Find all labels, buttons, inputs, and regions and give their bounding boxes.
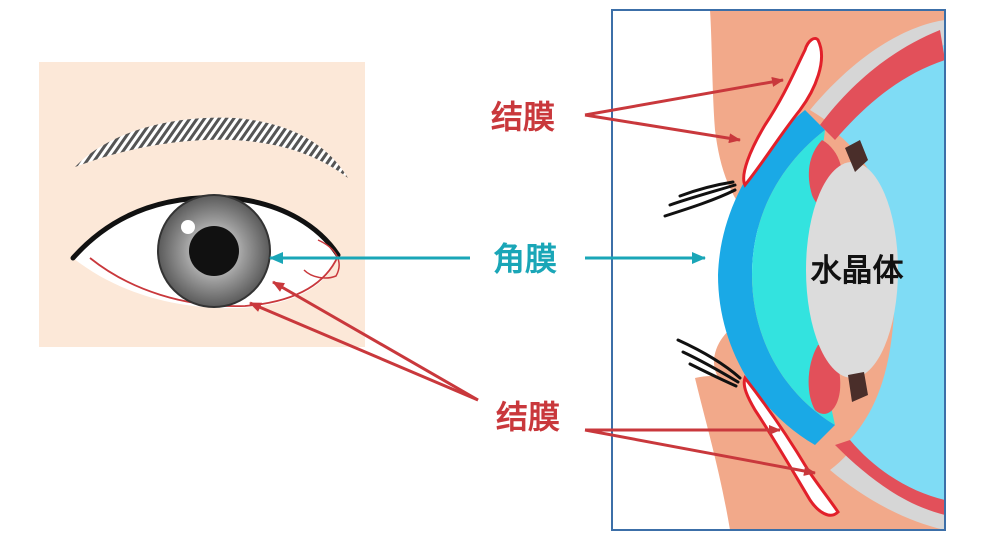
inner-corner-rim xyxy=(303,239,340,279)
label-cornea: 角膜 xyxy=(493,240,557,278)
cross-section-illustration xyxy=(611,9,946,531)
zonule-lower xyxy=(848,372,868,402)
arrow-conjunctiva-bottom-right-lower xyxy=(584,428,816,476)
eyebrow-icon xyxy=(75,117,348,178)
front-eye-illustration xyxy=(39,62,365,347)
arrow-conjunctiva-top-upper xyxy=(584,76,784,117)
cornea-layer xyxy=(718,110,835,445)
lower-conjunctiva xyxy=(742,374,840,517)
aqueous-humor xyxy=(752,130,835,425)
pointer-arrows xyxy=(249,76,816,476)
pupil xyxy=(189,226,239,276)
zonule-upper xyxy=(845,140,868,172)
arrow-conjunctiva-bottom-left-lower xyxy=(249,301,479,402)
label-conjunctiva-top: 结膜 xyxy=(491,98,555,136)
eye-highlight xyxy=(181,220,195,234)
inner-eye-body xyxy=(825,45,945,505)
choroid xyxy=(820,30,945,140)
lower-eyelid-skin xyxy=(695,375,830,530)
arrow-conjunctiva-top-lower xyxy=(584,113,741,144)
lens xyxy=(806,162,898,378)
choroid-lower xyxy=(835,440,945,515)
label-conjunctiva-bottom: 结膜 xyxy=(496,398,560,436)
cross-section-frame xyxy=(611,9,946,531)
arrow-conjunctiva-bottom-left-upper xyxy=(272,280,479,402)
upper-conjunctiva xyxy=(742,36,823,188)
upper-eyelashes-icon xyxy=(663,180,737,218)
lower-conjunctiva-rim xyxy=(89,255,339,308)
lower-eyelashes-icon xyxy=(676,338,742,388)
label-lens: 水晶体 xyxy=(811,253,904,289)
